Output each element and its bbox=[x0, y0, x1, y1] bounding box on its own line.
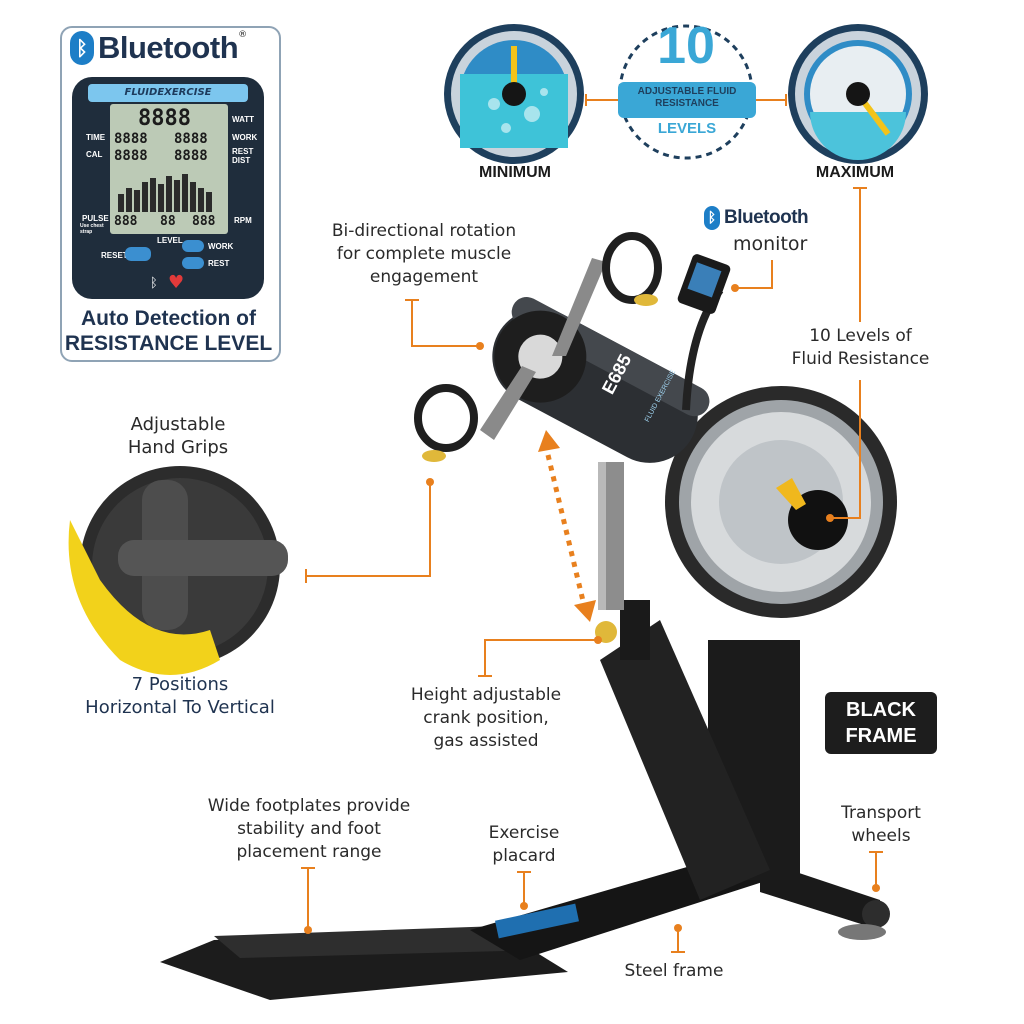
lcd-row2-left: 8888 bbox=[114, 131, 148, 147]
black-frame-badge: BLACK FRAME bbox=[825, 692, 937, 754]
label-rpm: RPM bbox=[234, 216, 252, 225]
levels-badge bbox=[585, 24, 787, 160]
transport-callout: Transport wheels bbox=[828, 802, 934, 848]
fluid-levels-line2: Fluid Resistance bbox=[791, 349, 930, 369]
label-level: LEVEL bbox=[157, 236, 183, 245]
resistance-gauges-graphic bbox=[444, 24, 928, 164]
label-pulse-note: Use chest strap bbox=[80, 223, 104, 235]
footplates-line3: placement range bbox=[236, 842, 382, 862]
level-bars-graphic bbox=[118, 174, 212, 212]
lcd-rpm-digits: 888 bbox=[192, 214, 216, 229]
height-line2: crank position, bbox=[423, 708, 549, 728]
work-button bbox=[182, 240, 204, 252]
height-callout: Height adjustable crank position, gas as… bbox=[398, 684, 574, 753]
steel-frame-callout: Steel frame bbox=[624, 961, 724, 981]
bluetooth-brand: Bluetooth bbox=[98, 30, 239, 65]
placard-line1: Exercise bbox=[488, 823, 560, 843]
auto-detection-line2: RESISTANCE LEVEL bbox=[64, 332, 273, 355]
lcd-top-digits: 8888 bbox=[138, 106, 191, 131]
label-reset: RESET bbox=[101, 251, 128, 260]
label-work-button: WORK bbox=[208, 242, 234, 251]
label-dist: DIST bbox=[232, 156, 251, 165]
positions-line2: Horizontal To Vertical bbox=[85, 697, 275, 718]
footplates-line1: Wide footplates provide bbox=[207, 796, 411, 816]
lcd-row3-left: 8888 bbox=[114, 148, 148, 164]
minimum-label: MINIMUM bbox=[479, 164, 551, 181]
monitor-word: monitor bbox=[733, 233, 808, 255]
label-pulse: PULSE bbox=[82, 214, 109, 223]
heart-rate-icon: ♥ bbox=[168, 272, 185, 293]
resistance-line2: RESISTANCE bbox=[655, 98, 719, 109]
auto-detection-caption: Auto Detection of RESISTANCE LEVEL bbox=[62, 306, 275, 356]
registered-mark: ® bbox=[238, 30, 248, 40]
levels-number: 10 bbox=[657, 17, 715, 75]
rotation-line1: Bi-directional rotation bbox=[331, 221, 517, 241]
minimum-gauge bbox=[444, 24, 584, 164]
monitor-brand: FLUIDEXERCISE bbox=[88, 84, 248, 102]
lcd-level-digits: 88 bbox=[160, 214, 176, 229]
reset-button bbox=[125, 247, 151, 261]
label-work: WORK bbox=[232, 133, 258, 142]
bluetooth-icon: ᛒ bbox=[70, 31, 94, 65]
lcd-row3-right: 8888 bbox=[174, 148, 208, 164]
label-rest-button: REST bbox=[208, 259, 230, 268]
rotation-callout: Bi-directional rotation for complete mus… bbox=[320, 220, 528, 289]
label-rest: REST bbox=[232, 147, 254, 156]
height-line3: gas assisted bbox=[433, 731, 539, 751]
fluid-levels-callout: 10 Levels of Fluid Resistance bbox=[778, 325, 943, 371]
rest-button bbox=[182, 257, 204, 269]
hand-grips-line2: Hand Grips bbox=[127, 437, 229, 458]
height-line1: Height adjustable bbox=[410, 685, 562, 705]
positions-line1: 7 Positions bbox=[131, 674, 229, 695]
maximum-gauge bbox=[788, 24, 928, 164]
lcd-display: 8888 8888 8888 8888 8888 888 88 888 bbox=[110, 104, 228, 234]
transport-line2: wheels bbox=[851, 826, 911, 846]
lcd-row2-right: 8888 bbox=[174, 131, 208, 147]
label-time: TIME bbox=[86, 133, 106, 142]
auto-detection-line1: Auto Detection of bbox=[81, 307, 256, 330]
lcd-pulse-digits: 888 bbox=[114, 214, 138, 229]
label-cal: CAL bbox=[86, 150, 103, 159]
black-frame-line1: BLACK bbox=[846, 699, 916, 721]
transport-line1: Transport bbox=[841, 803, 921, 823]
bluetooth-monitor-brand: Bluetooth bbox=[724, 207, 809, 228]
resistance-line1: ADJUSTABLE FLUID bbox=[637, 86, 737, 97]
hand-grips-callout: Adjustable Hand Grips bbox=[98, 413, 258, 459]
hand-grips-line1: Adjustable bbox=[130, 414, 226, 435]
fluid-levels-line1: 10 Levels of bbox=[809, 326, 912, 346]
footplates-callout: Wide footplates provide stability and fo… bbox=[200, 795, 418, 864]
rotation-line3: engagement bbox=[369, 267, 479, 287]
placard-callout: Exercise placard bbox=[474, 822, 574, 868]
black-frame-line2: FRAME bbox=[845, 725, 917, 747]
bluetooth-monitor-icon: ᛒ bbox=[704, 206, 720, 230]
resistance-line3: LEVELS bbox=[657, 120, 717, 137]
rotation-line2: for complete muscle bbox=[336, 244, 512, 264]
placard-line2: placard bbox=[492, 846, 556, 866]
label-watt: WATT bbox=[232, 115, 255, 124]
footplates-line2: stability and foot bbox=[237, 819, 381, 839]
maximum-label: MAXIMUM bbox=[815, 164, 895, 181]
bluetooth-small-icon: ᛒ bbox=[150, 276, 158, 291]
positions-callout: 7 Positions Horizontal To Vertical bbox=[70, 673, 290, 719]
